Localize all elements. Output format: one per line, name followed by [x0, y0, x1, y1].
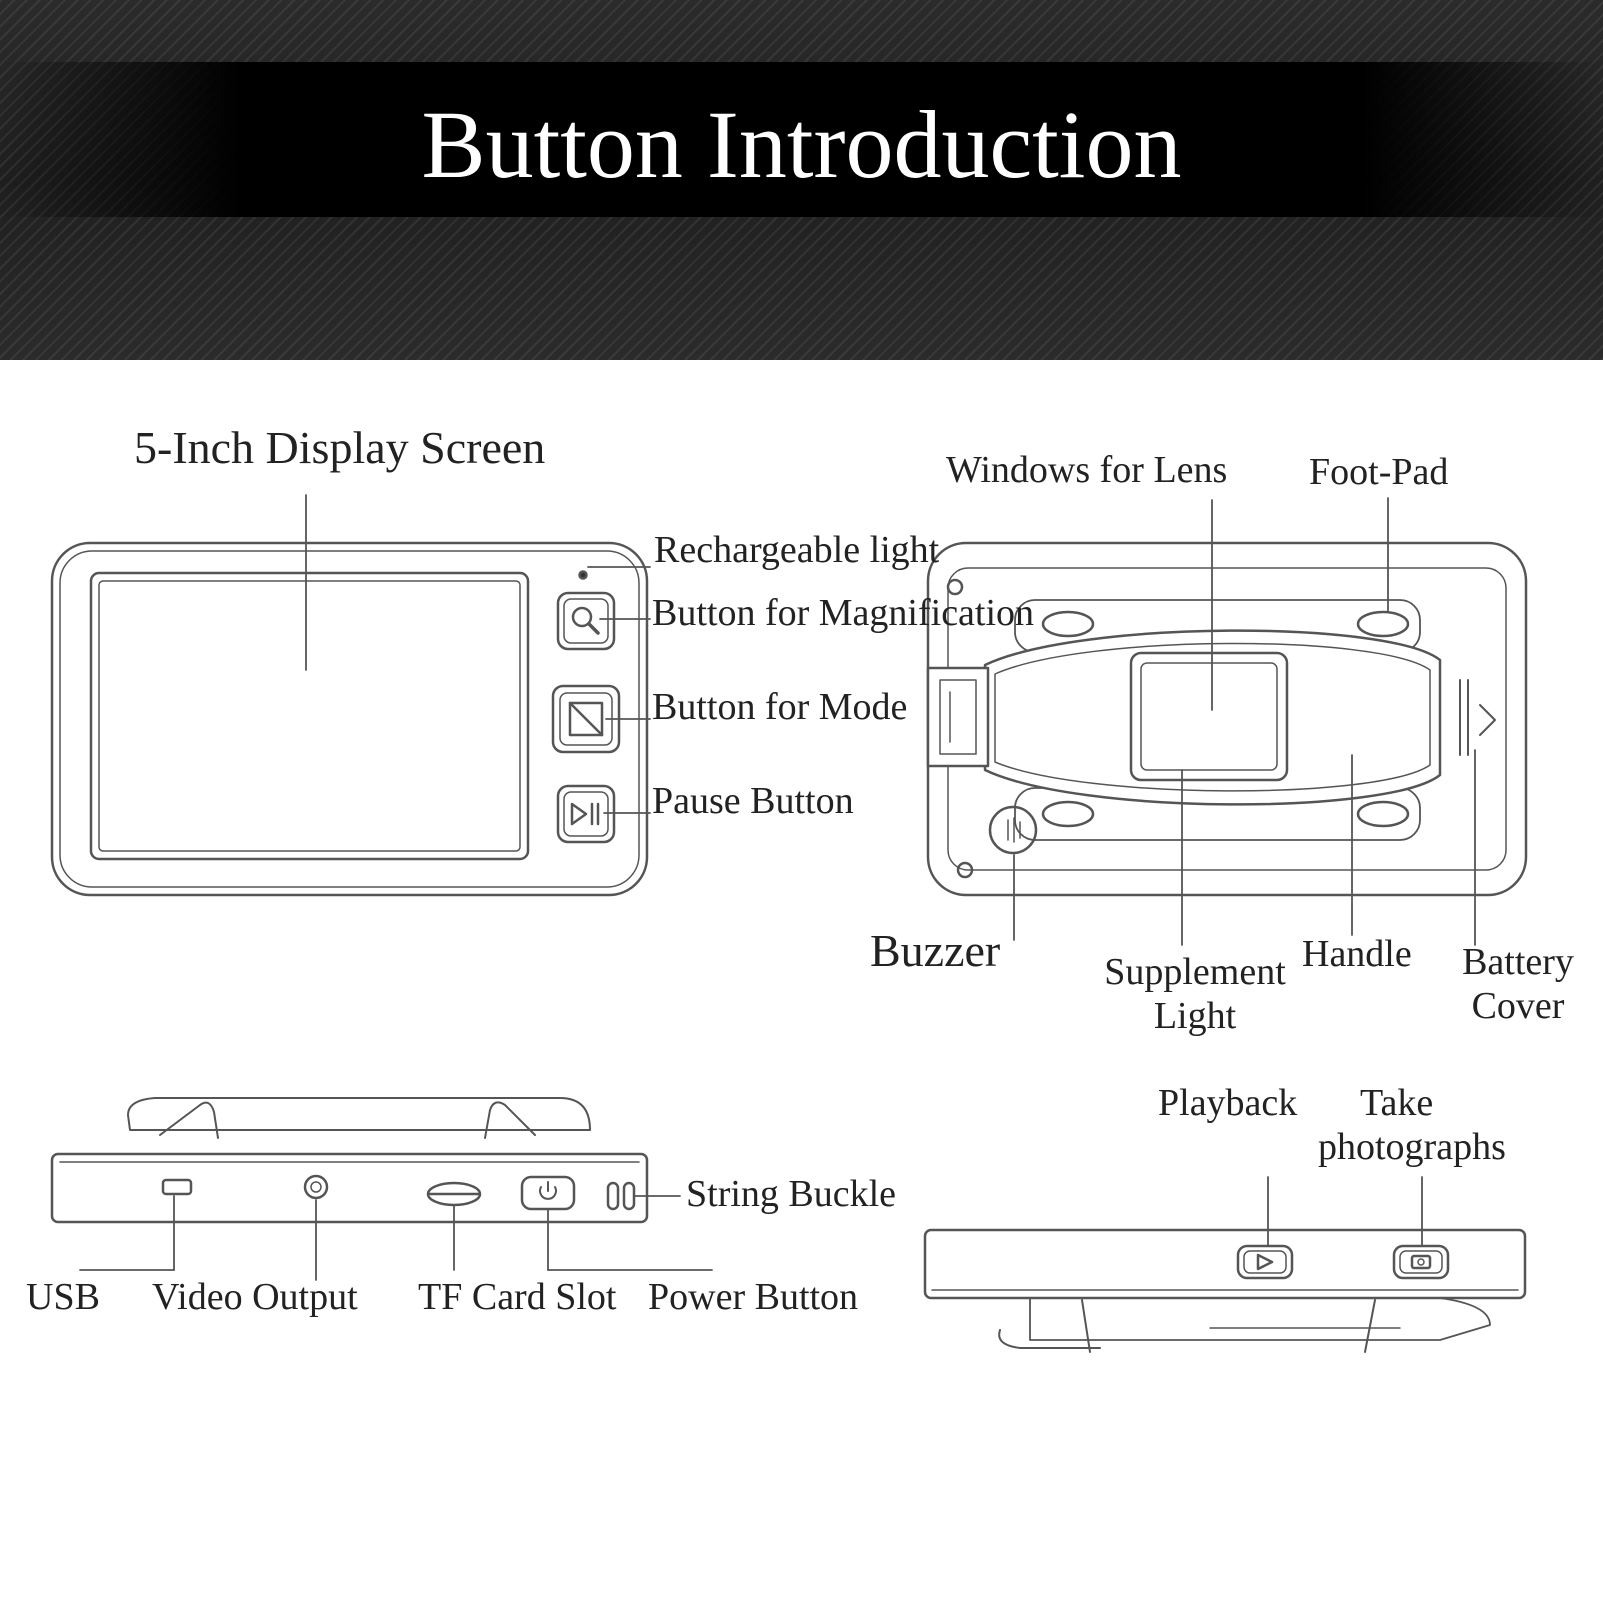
label-take-photographs-line1: Take	[1360, 1082, 1434, 1124]
power-button	[520, 1175, 576, 1211]
back-view	[926, 541, 1528, 897]
label-supplement-light: Supplement Light	[1080, 950, 1310, 1038]
rechargeable-light-dot	[578, 570, 588, 580]
front-body-outline	[50, 541, 649, 897]
page-title: Button Introduction	[421, 91, 1182, 198]
label-battery-cover-line2: Cover	[1471, 985, 1565, 1027]
side-body	[923, 1228, 1527, 1300]
buzzer	[988, 805, 1038, 855]
label-windows-lens: Windows for Lens	[946, 449, 1228, 491]
label-string-buckle: String Buckle	[686, 1173, 897, 1215]
label-tf-card: TF Card Slot	[418, 1276, 617, 1318]
bottom-handle	[127, 1097, 591, 1131]
lens-window	[1140, 662, 1278, 771]
title-band	[0, 62, 1603, 217]
front-view	[50, 541, 649, 897]
label-take-photographs-line2: photographs	[1318, 1126, 1506, 1168]
bottom-view	[50, 1097, 649, 1224]
side-view	[923, 1228, 1527, 1353]
label-take-photographs: Take photographs	[1318, 1081, 1528, 1169]
string-buckle-loop-2	[622, 1181, 636, 1211]
label-buzzer: Buzzer	[870, 925, 1001, 976]
string-buckle-loop-1	[606, 1181, 620, 1211]
label-supplement-light-line2: Light	[1153, 995, 1237, 1037]
label-pause: Pause Button	[652, 780, 854, 822]
foot-pad-br	[1356, 800, 1410, 828]
screw-bottom	[956, 861, 974, 879]
battery-cover-arrow	[1479, 704, 1496, 736]
label-mode: Button for Mode	[652, 686, 908, 728]
label-power-button: Power Button	[648, 1276, 859, 1318]
leader-lines	[79, 494, 1476, 1281]
play-pause-icon	[556, 784, 616, 844]
playback-icon	[1236, 1244, 1294, 1280]
display-screen	[98, 580, 521, 852]
handle	[983, 629, 1442, 806]
power-icon	[539, 1181, 557, 1200]
foot-pad-tl	[1041, 610, 1095, 638]
video-output-port	[303, 1174, 329, 1200]
handle-hinge-inner	[939, 679, 977, 755]
label-magnification: Button for Magnification	[652, 592, 1035, 634]
side-handle	[1029, 1297, 1491, 1341]
usb-port	[161, 1178, 193, 1196]
foot-pad-bl	[1041, 800, 1095, 828]
label-foot-pad: Foot-Pad	[1309, 451, 1449, 493]
label-usb: USB	[26, 1276, 100, 1318]
screw-top	[946, 578, 964, 596]
magnifier-icon	[556, 591, 616, 651]
bottom-body	[50, 1152, 649, 1224]
handle-inner	[994, 642, 1431, 792]
display-screen-frame	[89, 571, 530, 861]
label-video-output: Video Output	[152, 1276, 358, 1318]
label-display-screen: 5-Inch Display Screen	[134, 422, 546, 473]
camera-icon	[1392, 1244, 1450, 1280]
label-battery-cover: Battery Cover	[1448, 940, 1588, 1028]
label-rechargeable-light: Rechargeable light	[654, 529, 940, 571]
lens-window-frame	[1129, 651, 1289, 782]
label-battery-cover-line1: Battery	[1462, 941, 1574, 983]
label-handle: Handle	[1302, 933, 1412, 975]
tf-card-slot	[426, 1181, 482, 1207]
label-playback: Playback	[1158, 1082, 1298, 1124]
label-supplement-light-line1: Supplement	[1104, 951, 1286, 993]
handle-hinge	[926, 666, 990, 768]
foot-pad-tr	[1356, 610, 1410, 638]
